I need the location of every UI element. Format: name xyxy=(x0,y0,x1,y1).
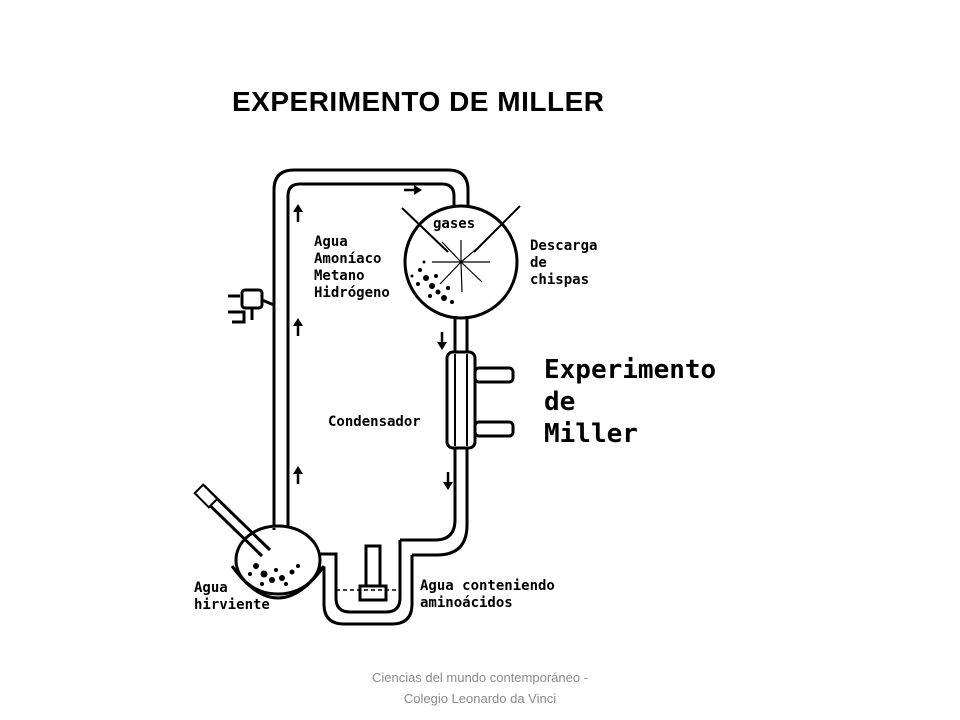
label-gas-hydrogen: Hidrógeno xyxy=(314,285,390,301)
condenser xyxy=(445,350,515,450)
flask-residue xyxy=(410,260,454,304)
label-gas-ammonia: Amoníaco xyxy=(314,251,381,267)
flow-arrows xyxy=(293,185,453,490)
arrow-up-icon xyxy=(293,204,303,212)
label-spark-line1: Descarga xyxy=(530,238,597,254)
big-title-line3: Miller xyxy=(544,419,638,449)
big-title-line2: de xyxy=(544,387,575,417)
label-spark-line3: chispas xyxy=(530,272,589,288)
boiling-flask xyxy=(193,483,326,600)
gas-flask xyxy=(401,204,521,320)
label-amino-line1: Agua conteniendo xyxy=(420,578,555,594)
label-spark-line2: de xyxy=(530,255,547,271)
arrow-up-icon xyxy=(293,318,303,326)
label-condenser: Condensador xyxy=(328,414,421,430)
label-gas-methane: Metano xyxy=(314,268,365,284)
arrow-down-icon xyxy=(437,342,447,350)
arrow-up-icon xyxy=(293,466,303,474)
tubing-right xyxy=(400,316,469,557)
spark-burst xyxy=(432,240,490,293)
label-boiling-line2: hirviente xyxy=(194,597,270,613)
arrow-right-icon xyxy=(414,185,422,195)
arrow-down-icon xyxy=(443,482,453,490)
label-gas-water: Agua xyxy=(314,234,348,250)
tap-valve xyxy=(228,288,275,324)
label-amino-line2: aminoácidos xyxy=(420,595,513,611)
boiling-residue xyxy=(248,563,300,586)
tubing-outer xyxy=(272,168,470,528)
footer-line1: Ciencias del mundo contemporáneo - xyxy=(371,670,589,685)
label-gases: gases xyxy=(433,216,475,232)
big-title-line1: Experimento xyxy=(544,355,716,385)
footer-line2: Colegio Leonardo da Vinci xyxy=(403,691,557,706)
slide-title: EXPERIMENTO DE MILLER xyxy=(232,86,605,117)
label-boiling-line1: Agua xyxy=(194,580,228,596)
footer: Ciencias del mundo contemporáneo - Coleg… xyxy=(0,667,960,709)
u-trap xyxy=(300,540,414,626)
